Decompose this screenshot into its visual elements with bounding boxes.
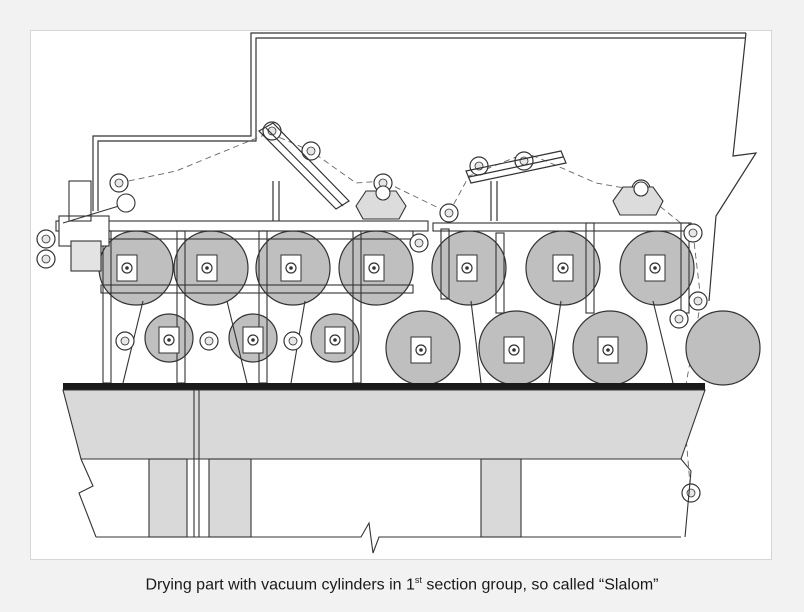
caption-suffix: section group, so called “Slalom” (421, 576, 659, 594)
left-mechanism (58, 180, 136, 272)
figure-caption: Drying part with vacuum cylinders in 1st… (0, 575, 804, 594)
break-lines (78, 458, 692, 554)
foundation (62, 389, 706, 538)
upper-drying-cylinders (98, 230, 695, 306)
caption-prefix: Drying part with vacuum cylinders in 1 (145, 576, 415, 594)
felt-stretchers (355, 181, 664, 220)
lower-cylinder-4 (685, 310, 761, 386)
caption-superscript: st (414, 575, 422, 585)
lower-drying-cylinders (385, 310, 761, 386)
building-outline (92, 32, 758, 302)
figure-frame (30, 30, 772, 560)
inclined-guide-frames (258, 122, 567, 221)
floor-slab (63, 383, 705, 390)
drying-section-drawing (36, 32, 761, 554)
